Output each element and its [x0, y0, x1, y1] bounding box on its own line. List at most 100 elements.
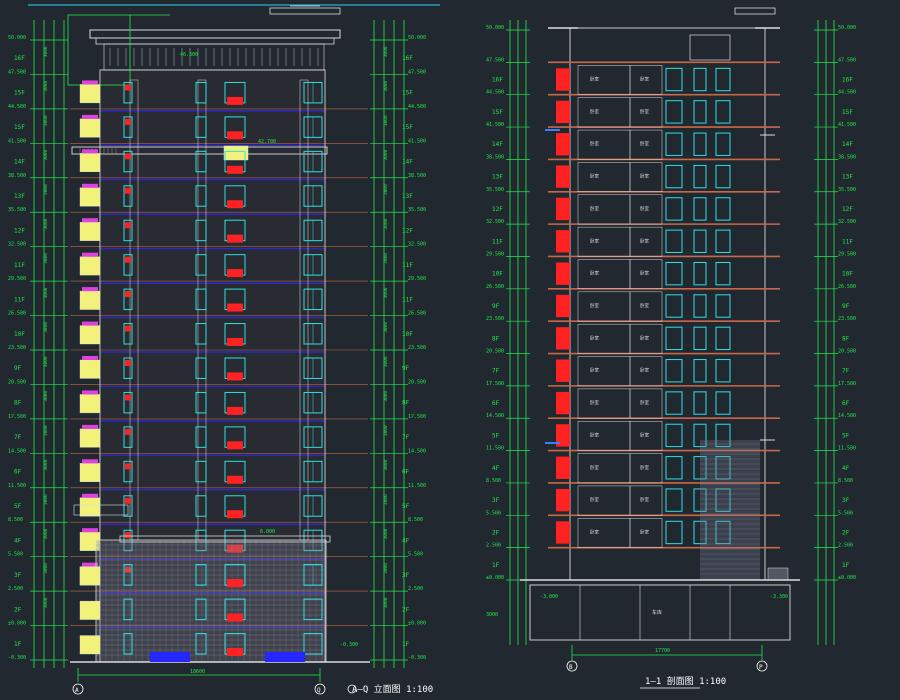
section-floor-label-right: 4F — [842, 465, 850, 472]
level-mark-label-left: 44.500 — [8, 104, 26, 110]
section-level-mark-right: 20.500 — [838, 349, 856, 355]
section-room-label: 卧室 — [640, 302, 649, 309]
level-mark-label-left: 47.500 — [8, 69, 26, 75]
floor-label-left: 14F — [14, 159, 25, 166]
yellow-balcony — [79, 222, 101, 241]
section-floor-label-left: 1F — [492, 562, 500, 569]
section-red-balcony — [556, 133, 570, 156]
section-room-label: 卧室 — [590, 431, 599, 438]
section-axis-bubble-right — [756, 660, 768, 672]
balcony-flower-box — [82, 218, 98, 223]
floor-label-left: 4F — [14, 537, 22, 544]
section-level-mark-right: 8.500 — [838, 478, 853, 484]
floor-height-label-right: 3000 — [383, 356, 389, 367]
red-balcony — [227, 406, 243, 415]
left-elevation-title: A—Q 立面图 1:100 — [352, 683, 433, 695]
section-window — [665, 326, 683, 351]
section-floor-label-right: 7F — [842, 368, 850, 375]
podium-yellow-balcony — [79, 566, 101, 586]
window-red-panel — [125, 187, 131, 194]
section-stair-window — [693, 229, 707, 253]
section-level-mark-left: 41.500 — [486, 122, 504, 128]
section-level-mark-right: 26.500 — [838, 284, 856, 290]
section-level-mark-right: 23.500 — [838, 316, 856, 322]
section-red-balcony — [556, 294, 570, 318]
level-mark-label-right: 2.500 — [408, 586, 423, 592]
cornice-note: 42.700 — [258, 139, 276, 145]
cornice-balcony — [223, 145, 249, 161]
section-level-mark-left: 50.000 — [486, 25, 504, 31]
roof-cornice-band — [95, 37, 335, 45]
section-room-label: 卧室 — [590, 173, 599, 180]
podium-narrow-window — [123, 633, 133, 655]
section-window — [665, 100, 683, 124]
level-mark-label-right: 50.000 — [408, 35, 426, 41]
level-mark-label-right: 26.500 — [408, 311, 426, 317]
podium-narrow-window — [123, 564, 133, 586]
section-room-label: 卧室 — [640, 431, 649, 438]
section-room — [577, 388, 631, 419]
section-floor-label-left: 16F — [492, 77, 503, 84]
balcony-flower-box — [82, 252, 98, 257]
section-window — [665, 456, 683, 480]
section-stair-window — [693, 261, 707, 286]
floor-height-label-right: 3000 — [383, 81, 389, 92]
basement-level-right: -3.300 — [770, 594, 788, 600]
floor-label-left: 11F — [14, 296, 25, 303]
red-balcony — [227, 303, 243, 312]
section-stair-window — [715, 100, 731, 124]
section-room — [629, 194, 663, 225]
section-room-label: 卧室 — [590, 270, 599, 277]
section-room-label: 卧室 — [640, 528, 649, 535]
level-mark-label-left: 8.500 — [8, 517, 23, 523]
section-level-mark-right: 44.500 — [838, 90, 856, 96]
section-room — [577, 259, 631, 290]
basement-room-label: 车库 — [652, 609, 662, 616]
axis-label-left: A — [75, 687, 79, 694]
right-section-title: 1—1 剖面图 1:100 — [645, 675, 726, 687]
window-red-panel — [125, 566, 131, 573]
balcony-flower-box — [82, 390, 98, 395]
base-note: -0.300 — [340, 642, 358, 648]
floor-label-left: 13F — [14, 193, 25, 200]
yellow-balcony — [79, 325, 101, 345]
window-red-panel — [125, 222, 131, 229]
center-window — [195, 495, 207, 517]
yellow-balcony — [79, 187, 101, 207]
balcony-flower-box — [82, 459, 98, 464]
window-red-panel — [125, 532, 131, 539]
section-room-label: 卧室 — [640, 464, 649, 471]
section-floor-label-right: 9F — [842, 303, 850, 310]
floor-height-label-right: 3000 — [383, 459, 389, 470]
section-floor-label-left: 4F — [492, 465, 500, 472]
floor-height-label-right: 3000 — [383, 46, 389, 57]
section-red-balcony — [556, 165, 570, 188]
center-window — [195, 150, 207, 173]
floor-label-right: 1F — [402, 641, 410, 648]
yellow-balcony — [79, 394, 101, 414]
window-red-panel — [125, 118, 131, 125]
section-stair-window — [693, 294, 707, 318]
window-red-panel — [125, 84, 131, 91]
red-balcony — [227, 165, 243, 174]
section-room-label: 卧室 — [590, 464, 599, 471]
level-mark-label-right: 11.500 — [408, 483, 426, 489]
section-floor-label-right: 1F — [842, 562, 850, 569]
section-window — [665, 261, 683, 286]
section-stair-window — [715, 391, 731, 415]
cornice-band — [71, 146, 328, 155]
section-red-balcony — [556, 68, 570, 91]
section-red-balcony — [556, 262, 570, 285]
section-window — [665, 67, 683, 92]
section-room-label: 卧室 — [590, 108, 599, 115]
podium-red-balcony — [227, 648, 243, 656]
red-balcony — [227, 269, 243, 278]
level-mark-label-left: 41.500 — [8, 138, 26, 144]
section-room — [629, 162, 663, 193]
floor-height-label-right: 3000 — [383, 425, 389, 436]
section-level-mark-left: 38.500 — [486, 154, 504, 160]
section-room-label: 卧室 — [640, 367, 649, 374]
floor-height-label-right: 3000 — [383, 218, 389, 229]
window-red-panel — [125, 360, 131, 366]
